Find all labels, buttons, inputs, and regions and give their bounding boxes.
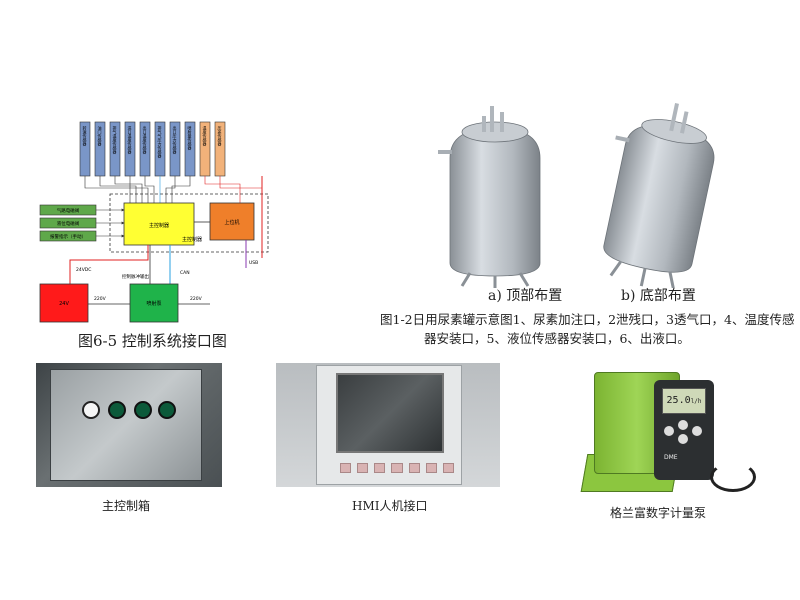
control-box-panel [50, 369, 202, 481]
figure-1-2-caption-line1: 图1-2日用尿素罐示意图1、尿素加注口，2泄残口，3透气口，4、温度传感 [380, 312, 795, 327]
sensor-wire [129, 176, 149, 203]
pump-key-icon [678, 420, 688, 430]
computer-label: 上位机 [224, 219, 239, 226]
tank-top-layout [438, 106, 541, 288]
control-system-diagram: 转速传感器 油门传感器 排气温度传感器 进口温度传感器 出口温度传感器 排气气压力传感器 出… [30, 108, 292, 328]
white-indicator-icon [82, 401, 100, 419]
green-button-icon-2 [134, 401, 152, 419]
interface-diagram-svg: 转速传感器 油门传感器 排气温度传感器 进口温度传感器 出口温度传感器 排气气压力传感器 出… [39, 121, 269, 323]
hmi-key-icon [408, 463, 420, 473]
tank-bottom-layout [603, 103, 715, 290]
urea-tank-figure [430, 98, 730, 290]
tank-label-b: b) 底部布置 [621, 288, 696, 304]
green-button-icon-3 [158, 401, 176, 419]
usb-label: USB [249, 260, 258, 266]
pump-display: 25.0l/h [662, 388, 706, 414]
sensor-wire [165, 176, 176, 203]
group-label: 主控制器 [182, 236, 202, 243]
green-button-icon-1 [108, 401, 126, 419]
pump-box-label: 喷射泵 [146, 300, 161, 307]
pump-key-icon [692, 426, 702, 436]
input-label: 气路电磁阀 [57, 207, 80, 214]
hmi-photo [276, 363, 500, 487]
sensor-wire [219, 176, 263, 203]
sensor-wire [204, 176, 241, 203]
figure-1-2-caption-line2: 器安装口，5、液位传感器安装口，6、出液口。 [424, 331, 690, 346]
sensor-wire [171, 176, 191, 203]
sensor-wire [114, 176, 143, 203]
power-24vdc-label: 24VDC [76, 267, 91, 273]
sensor-label: 进口温度传感器 [128, 125, 133, 155]
pump-display-value: 25.0 [666, 395, 691, 406]
hmi-key-icon [391, 463, 403, 473]
input-label: 报警指示（手动） [50, 233, 86, 240]
can-label: CAN [180, 270, 190, 276]
sensor-group: 转速传感器 油门传感器 排气温度传感器 进口温度传感器 出口温度传感器 排气气压力传感器 出… [79, 121, 226, 177]
sensor-label: 出口压力传感器 [173, 125, 178, 155]
sensor-wire [144, 176, 155, 203]
power-box-label: 24V [59, 301, 69, 307]
pump-display-unit: l/h [690, 398, 702, 405]
sensor-label: 出口温度传感器 [143, 125, 148, 155]
control-box-photo [36, 363, 222, 487]
pump-key-icon [678, 434, 688, 444]
hmi-keypad [340, 463, 454, 473]
label-220v-left: 220V [94, 296, 107, 302]
hmi-key-icon [340, 463, 352, 473]
computer-box [209, 202, 255, 241]
urea-tank-svg [438, 103, 715, 290]
main-controller-label: 主控制器 [149, 222, 169, 229]
pump-caption: 格兰富数字计量泵 [610, 506, 707, 520]
pump-control-label: 控制脉冲输出 [122, 273, 149, 280]
label-220v-right: 220V [190, 296, 203, 302]
sensor-label: 压差传感器 [218, 126, 223, 147]
sensor-wire [99, 176, 137, 203]
power-line-left [69, 245, 149, 284]
sensor-wire [84, 176, 131, 203]
tank-label-a: a) 顶部布置 [488, 288, 563, 304]
input-label: 液位电磁阀 [57, 220, 80, 227]
pump-keypad [664, 420, 704, 446]
sensor-label: 转速传感器 [83, 125, 88, 147]
pump-photo: 25.0l/h DME [560, 362, 760, 504]
power-box [39, 283, 89, 323]
hmi-key-icon [442, 463, 454, 473]
pump-cable [710, 462, 756, 492]
sensor-wires [84, 176, 263, 203]
figure-6-5-caption: 图6-5 控制系统接口图 [78, 332, 227, 350]
main-controller-box [123, 202, 195, 246]
hmi-screen [336, 373, 444, 453]
sensor-label: 排气气压力传感器 [158, 125, 163, 159]
sensor-label: 喷射量传感器 [188, 125, 193, 151]
hmi-caption: HMI人机接口 [352, 499, 428, 513]
sensor-label: 油门传感器 [98, 125, 103, 147]
hmi-key-icon [425, 463, 437, 473]
sensor-label: 排气温度传感器 [113, 125, 118, 155]
hmi-key-icon [374, 463, 386, 473]
pump-box [129, 283, 179, 323]
control-box-caption: 主控制箱 [102, 499, 151, 513]
pump-key-icon [664, 426, 674, 436]
pump-brand: DME [664, 454, 678, 461]
sensor-label: 温度传感器 [203, 125, 208, 147]
hmi-key-icon [357, 463, 369, 473]
